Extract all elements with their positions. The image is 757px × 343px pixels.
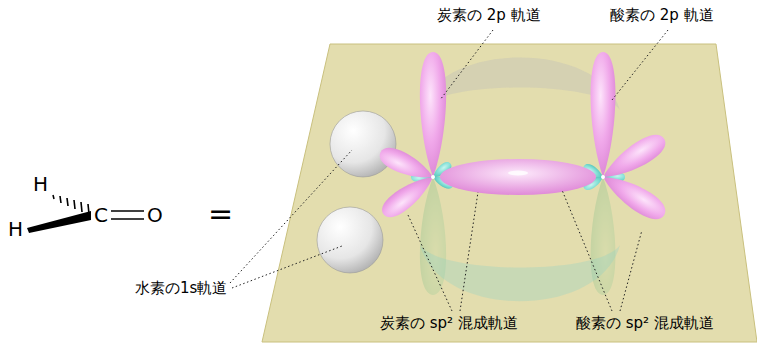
- pi-cloud: [420, 58, 620, 111]
- nucleus: [601, 175, 605, 179]
- wedge-bond: [27, 211, 91, 233]
- upper-lobes: [376, 52, 670, 225]
- orbital-label: 酸素の sp² 混成軌道: [576, 314, 714, 332]
- sigma-bond: [440, 159, 596, 195]
- orbital-label: 炭素の 2p 軌道: [437, 6, 541, 24]
- leader-lines: [230, 30, 668, 311]
- hydrogen-orbital: [317, 207, 383, 273]
- atom-symbol: H: [33, 172, 48, 196]
- molecular-plane: [262, 44, 757, 342]
- nucleus: [431, 175, 435, 179]
- atom-symbol: O: [147, 203, 163, 227]
- atom-symbol: C: [94, 203, 108, 227]
- equals-sign: =: [208, 196, 233, 232]
- orbital-label: 酸素の 2p 軌道: [610, 6, 714, 24]
- pi-cloud-lower: [420, 245, 620, 301]
- atom-symbol: H: [8, 217, 23, 241]
- highlight: [508, 171, 528, 176]
- hydrogen-orbital: [330, 111, 396, 177]
- orbital-label: 炭素の sp² 混成軌道: [380, 314, 518, 332]
- orbital-label: 水素の1s軌道: [135, 279, 227, 297]
